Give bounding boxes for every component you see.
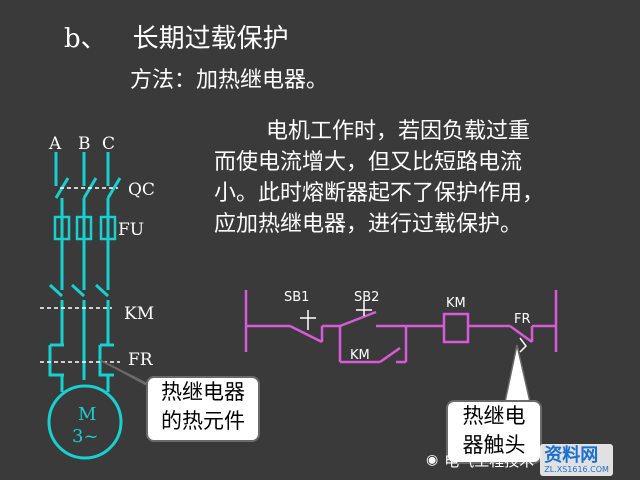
fr-contact-linkage xyxy=(519,337,527,353)
km-contact-label: KM xyxy=(350,348,370,363)
description-line: 电机工作时，若因负载过重 xyxy=(266,119,531,144)
phase-c-label: C xyxy=(102,134,116,154)
fu-label: FU xyxy=(118,220,145,240)
phase-b-label: B xyxy=(78,134,91,154)
callout-pointer-contact xyxy=(504,344,531,403)
callout-line: 器触头 xyxy=(462,433,526,457)
item-number: b、 xyxy=(64,24,107,54)
sb1-label: SB1 xyxy=(284,290,310,305)
motor-phase: 3~ xyxy=(72,426,99,447)
watermark-account: 电气工程技术 xyxy=(444,451,535,470)
callout-line: 的热元件 xyxy=(161,409,245,433)
description-line: 而使电流增大，但又比短路电流 xyxy=(214,150,523,175)
control-circuit xyxy=(244,290,558,364)
watermark-url: ZL.XS1616.COM xyxy=(544,465,609,474)
title-text: 长期过载保护 xyxy=(132,24,289,54)
fr-label: FR xyxy=(128,350,153,370)
slide-title: b、长期过载保护 xyxy=(64,18,289,55)
watermark-logo-box: 资料网 ZL.XS1616.COM xyxy=(540,444,613,476)
callout-heating-element: 热继电器 的热元件 xyxy=(146,376,260,442)
fr-contact-label: FR xyxy=(514,312,531,327)
description-line: 小。此时熔断器起不了保护作用， xyxy=(214,181,545,206)
watermark: ◉ 电气工程技术 资料网 ZL.XS1616.COM xyxy=(426,440,640,480)
sb2-label: SB2 xyxy=(354,290,380,305)
motor-circle xyxy=(47,384,123,460)
description-line: 应加热继电器，进行过载保护。 xyxy=(214,212,523,237)
motor-letter: M xyxy=(78,404,97,425)
main-circuit xyxy=(48,152,122,345)
qc-label: QC xyxy=(128,180,155,200)
callout-line: 热继电 xyxy=(462,404,526,428)
phase-a-label: A xyxy=(49,134,62,154)
callout-contact: 热继电 器触头 xyxy=(446,400,542,464)
method-text: 方法：加热继电器。 xyxy=(130,68,329,93)
km-label: KM xyxy=(124,304,155,324)
watermark-logo: 资料网 xyxy=(544,445,599,466)
wechat-icon: ◉ xyxy=(426,452,439,468)
km-coil-label: KM xyxy=(446,296,466,311)
callout-line: 热继电器 xyxy=(161,380,245,404)
fuses xyxy=(53,215,117,241)
description: 电机工作时，若因负载过重 而使电流增大，但又比短路电流 小。此时熔断器起不了保护… xyxy=(214,116,614,240)
